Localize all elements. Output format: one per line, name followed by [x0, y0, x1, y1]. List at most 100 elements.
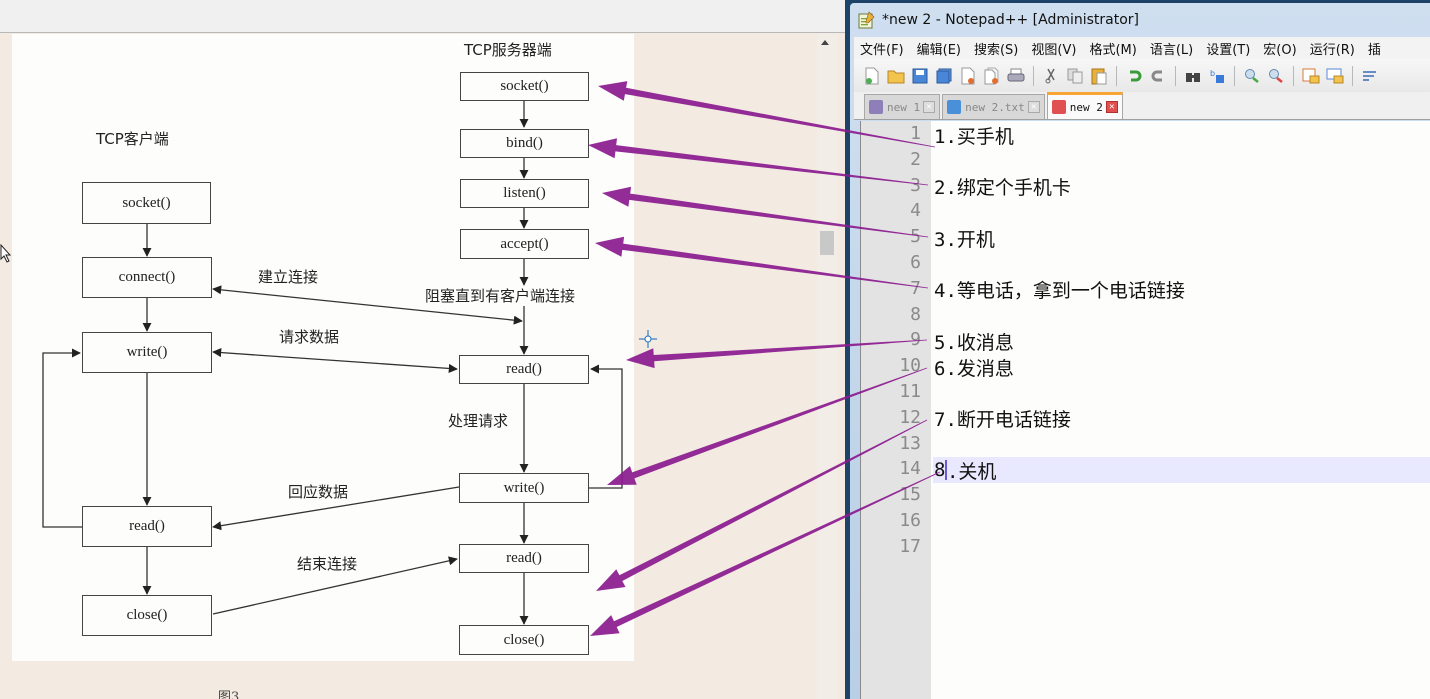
save-icon[interactable] — [910, 66, 930, 86]
code-line[interactable] — [933, 432, 1430, 458]
code-line[interactable] — [933, 483, 1430, 509]
mouse-cursor-icon — [0, 244, 12, 263]
client-socket-box: socket() — [82, 182, 211, 224]
line-number: 6 — [910, 252, 921, 273]
toolbar-separator — [1352, 65, 1353, 86]
menu-settings[interactable]: 设置(T) — [1206, 42, 1251, 58]
code-line[interactable] — [933, 303, 1430, 329]
document-viewer: 图3 — [0, 0, 845, 699]
replace-icon[interactable]: b — [1207, 66, 1227, 86]
menu-format[interactable]: 格式(M) — [1089, 42, 1137, 58]
close-all-icon[interactable] — [982, 66, 1002, 86]
line-number: 9 — [910, 329, 921, 351]
zoom-out-icon[interactable] — [1266, 66, 1286, 86]
connector-end — [212, 556, 458, 615]
toolbar-separator — [1175, 65, 1176, 86]
scroll-up-arrow-icon[interactable] — [821, 40, 829, 45]
line-number: 2 — [910, 148, 921, 170]
save-all-icon[interactable] — [934, 66, 954, 86]
toolbar: b — [854, 59, 1430, 92]
block-until-connect-label: 阻塞直到有客户端连接 — [425, 287, 576, 305]
cut-icon[interactable] — [1041, 66, 1061, 86]
toolbar-separator — [1116, 65, 1117, 86]
tab-new-1[interactable]: new 1 ✕ — [864, 94, 941, 119]
code-line[interactable] — [933, 535, 1430, 561]
menu-view[interactable]: 视图(V) — [1031, 42, 1077, 58]
sync-horizontal-icon[interactable] — [1325, 66, 1345, 86]
code-line[interactable] — [933, 509, 1430, 535]
viewer-toolbar — [0, 0, 845, 33]
server-bind-box: bind() — [460, 129, 589, 158]
request-data-label: 请求数据 — [279, 328, 340, 346]
code-line[interactable]: 6.发消息 — [934, 357, 1014, 380]
tab-label: new 1 — [887, 100, 921, 114]
code-line[interactable] — [933, 199, 1430, 225]
open-file-icon[interactable] — [886, 66, 906, 86]
code-line[interactable]: 8.关机 — [933, 457, 1430, 484]
line-number: 17 — [899, 535, 921, 557]
menu-run[interactable]: 运行(R) — [1309, 42, 1355, 58]
word-wrap-icon[interactable] — [1360, 66, 1380, 86]
process-request-label: 处理请求 — [448, 412, 509, 430]
window-frame: *new 2 - Notepad++ [Administrator] 文件(F)… — [850, 3, 1430, 699]
figure-caption: 图3 — [218, 690, 240, 699]
close-tab-icon[interactable]: ✕ — [923, 101, 936, 113]
line-number: 14 — [899, 458, 921, 480]
tab-new-2[interactable]: new 2 ✕ — [1046, 92, 1123, 119]
menu-plugins[interactable]: 插 — [1367, 42, 1381, 58]
server-write-box: write() — [459, 473, 589, 503]
connector-request — [212, 348, 458, 373]
find-icon[interactable] — [1183, 66, 1203, 86]
code-line[interactable]: 5.收消息 — [934, 331, 1014, 354]
undo-icon[interactable] — [1124, 66, 1144, 86]
crosshair-cursor-icon — [639, 330, 657, 348]
tcp-flow-diagram — [42, 101, 623, 625]
menu-file[interactable]: 文件(F) — [860, 42, 904, 58]
close-tab-icon[interactable]: ✕ — [1105, 101, 1118, 113]
close-tab-icon[interactable]: ✕ — [1027, 101, 1040, 113]
notepad-app-icon — [858, 10, 875, 28]
zoom-in-icon[interactable] — [1242, 66, 1262, 86]
connector-client-loop — [42, 348, 82, 528]
print-icon[interactable] — [1006, 66, 1026, 86]
code-line[interactable] — [933, 251, 1430, 277]
document-tab-bar: new 1 ✕ new 2.txt ✕ new 2 ✕ — [854, 92, 1430, 120]
code-line[interactable]: 4.等电话，拿到一个电话链接 — [934, 280, 1185, 303]
client-read-box: read() — [82, 506, 212, 547]
server-socket-box: socket() — [460, 72, 589, 101]
line-number: 12 — [899, 406, 921, 428]
title-bar[interactable]: *new 2 - Notepad++ [Administrator] — [850, 3, 1430, 36]
menu-edit[interactable]: 编辑(E) — [916, 42, 961, 58]
code-line[interactable]: 3.开机 — [934, 228, 995, 251]
code-line[interactable]: 7.断开电话链接 — [934, 409, 1071, 432]
server-title: TCP服务器端 — [464, 41, 552, 59]
sync-vertical-icon[interactable] — [1301, 66, 1321, 86]
menu-macro[interactable]: 宏(O) — [1263, 42, 1297, 58]
client-write-box: write() — [82, 332, 212, 373]
paste-icon[interactable] — [1089, 66, 1109, 86]
line-number: 7 — [910, 277, 921, 299]
end-connection-label: 结束连接 — [297, 555, 358, 573]
connector-server-loop — [589, 364, 623, 489]
code-line[interactable]: 1.买手机 — [934, 125, 1014, 148]
tab-label: new 2 — [1069, 100, 1103, 114]
close-file-icon[interactable] — [958, 66, 978, 86]
window-title: *new 2 - Notepad++ [Administrator] — [882, 11, 1140, 28]
line-number: 3 — [910, 174, 921, 196]
code-line[interactable] — [933, 148, 1430, 174]
menu-search[interactable]: 搜索(S) — [973, 42, 1019, 58]
redo-icon[interactable] — [1148, 66, 1168, 86]
server-read2-box: read() — [459, 544, 589, 573]
code-line[interactable] — [933, 380, 1430, 406]
line-number: 1 — [910, 123, 921, 144]
toolbar-separator — [1033, 65, 1034, 86]
line-number: 13 — [899, 432, 921, 454]
copy-icon[interactable] — [1065, 66, 1085, 86]
menu-language[interactable]: 语言(L) — [1149, 42, 1194, 58]
code-line[interactable]: 2.绑定个手机卡 — [934, 177, 1071, 200]
new-file-icon[interactable] — [862, 66, 882, 86]
tab-new-2-txt[interactable]: new 2.txt ✕ — [942, 94, 1045, 119]
client-close-box: close() — [82, 595, 212, 636]
